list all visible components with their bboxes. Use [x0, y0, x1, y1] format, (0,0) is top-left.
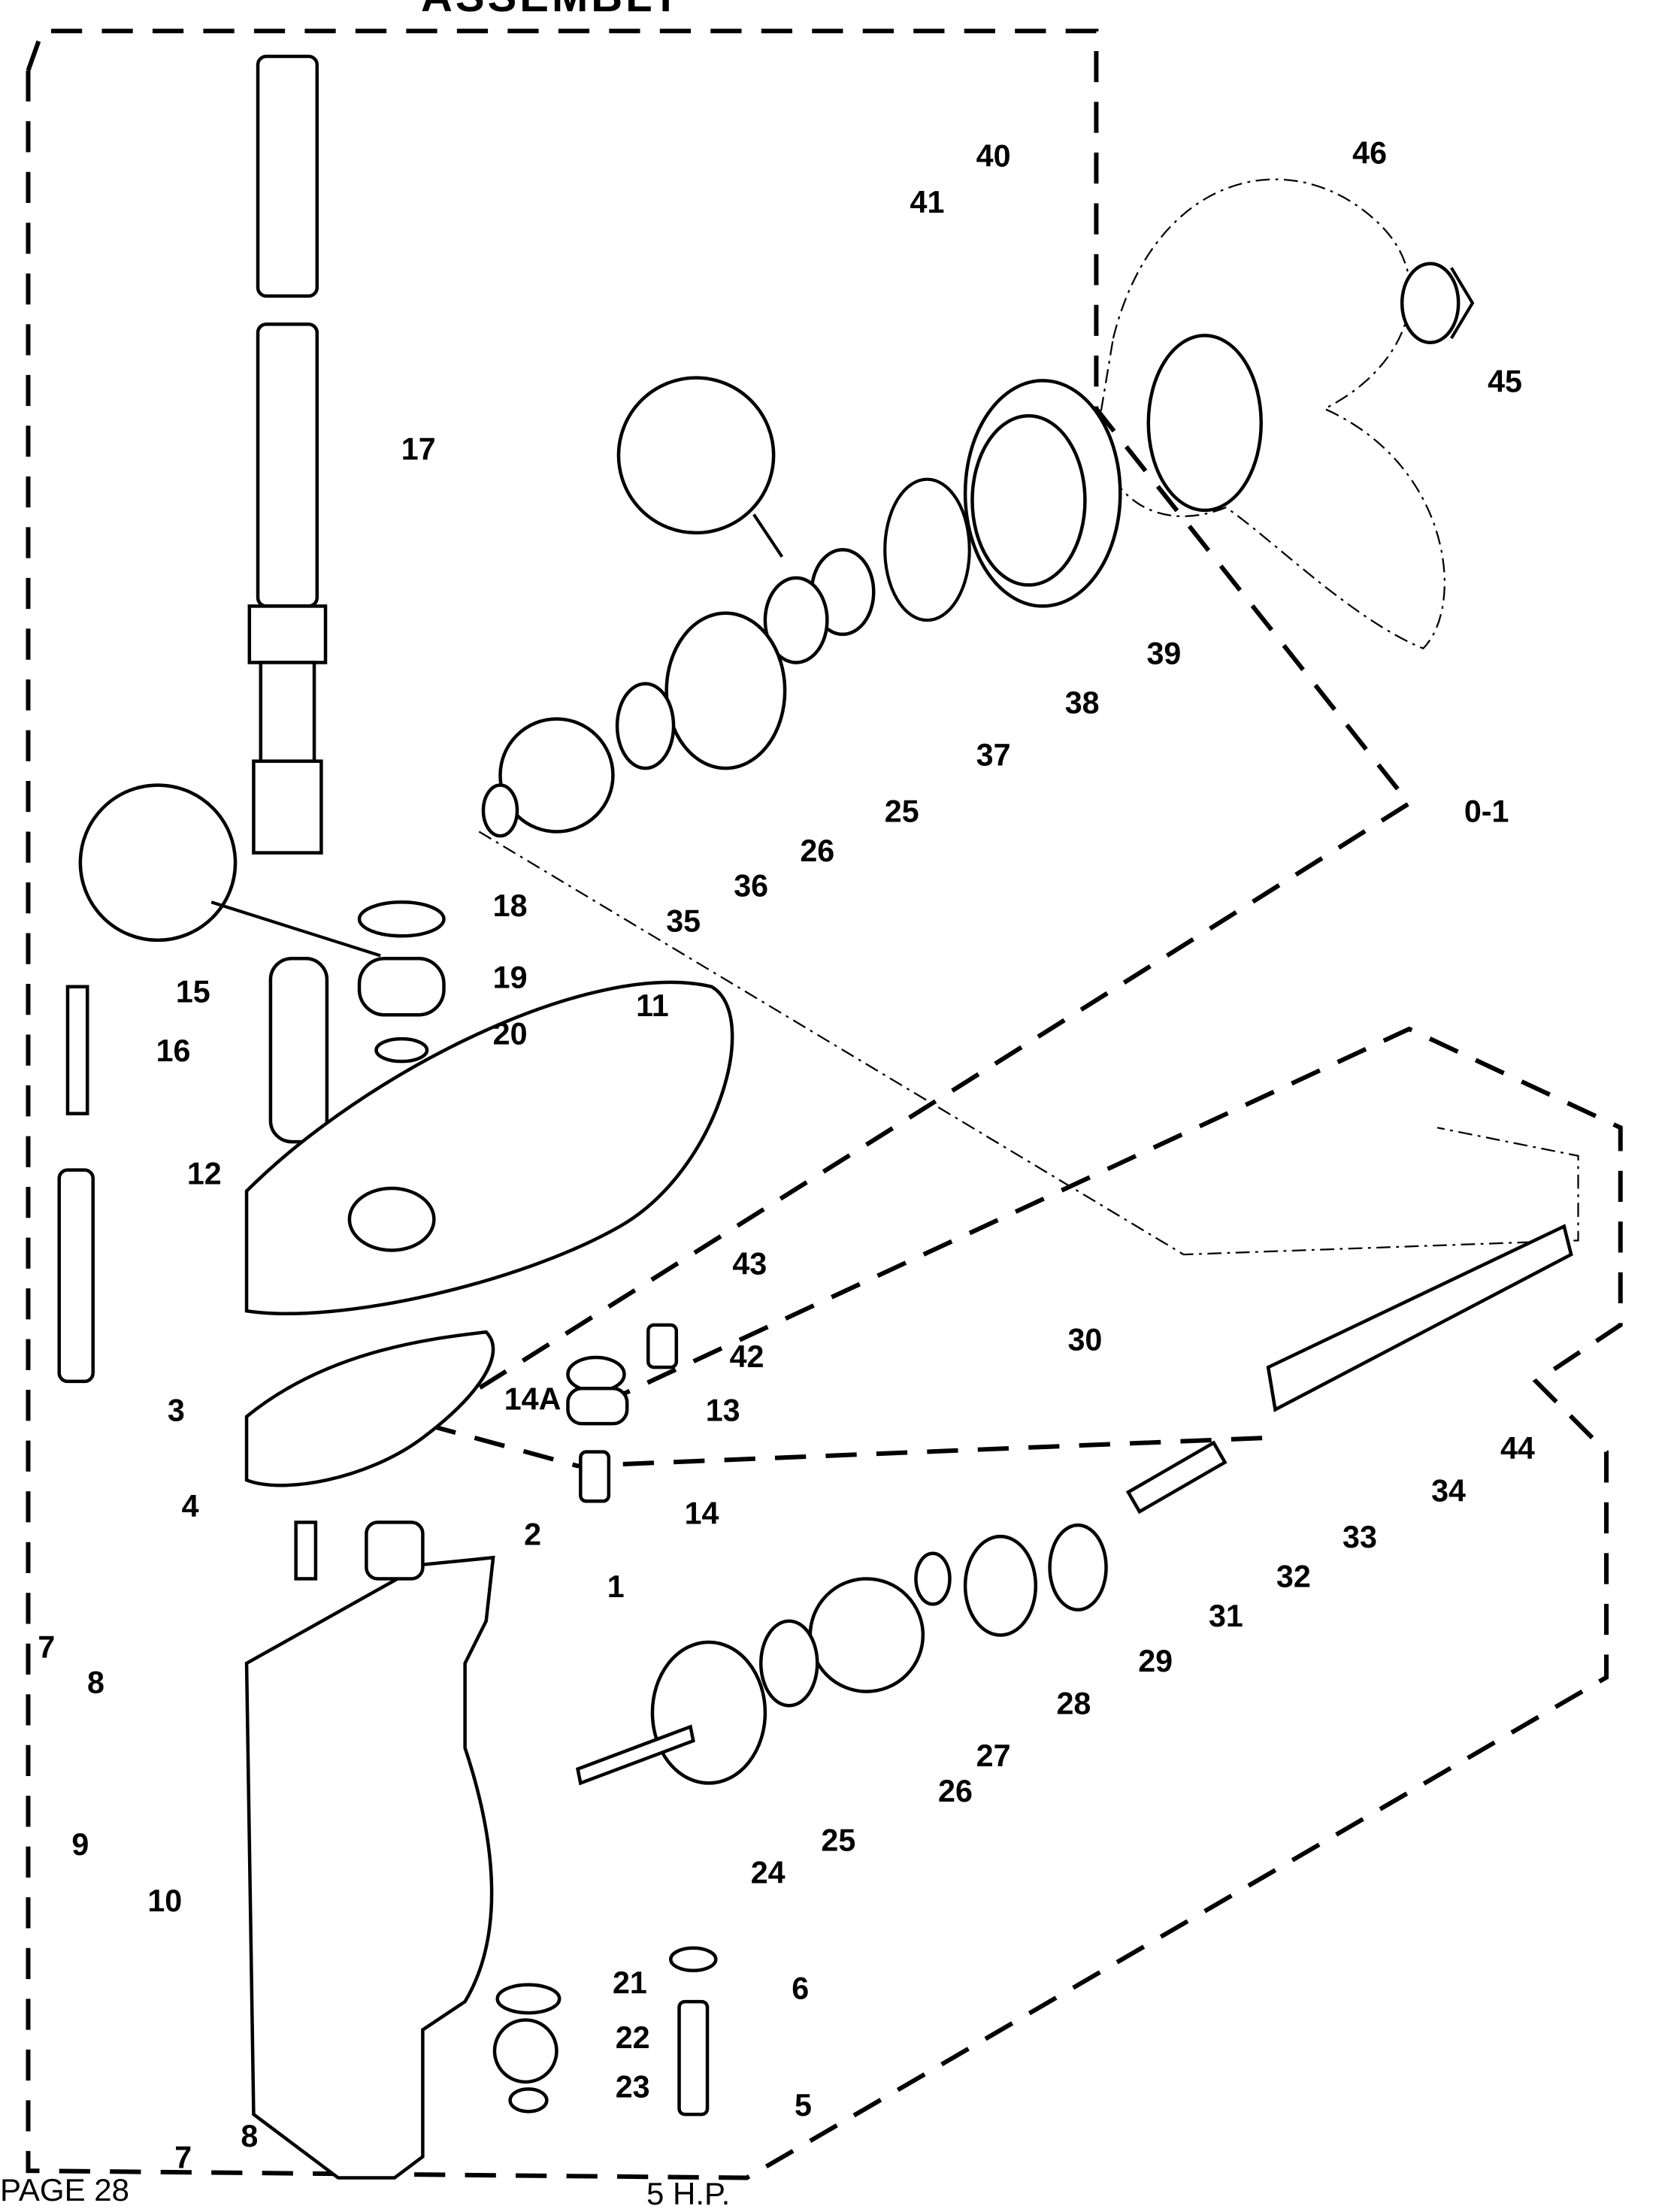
callout-3: 3	[168, 1393, 185, 1427]
propeller	[1098, 178, 1475, 650]
callout-2: 2	[524, 1517, 541, 1551]
callout-31: 31	[1209, 1599, 1243, 1633]
callout-5: 5	[795, 2088, 812, 2123]
callout-36: 36	[734, 869, 768, 903]
callout-9: 9	[71, 1827, 89, 1862]
callout-6: 6	[792, 1971, 809, 2005]
gears-and-bearings-upper	[481, 548, 876, 838]
callout-32: 32	[1276, 1560, 1311, 1594]
callout-19: 19	[493, 961, 528, 995]
callout-24: 24	[751, 1856, 786, 1890]
callout-8: 8	[87, 1665, 104, 1699]
callout-16: 16	[156, 1033, 191, 1068]
callout-13: 13	[706, 1393, 740, 1427]
callout-7: 7	[174, 2140, 192, 2174]
callout-33: 33	[1343, 1520, 1377, 1554]
callout-14A: 14A	[504, 1381, 562, 1416]
gear-housing	[244, 1521, 495, 2180]
callout-37: 37	[976, 737, 1011, 772]
callout-0-1: 0-1	[1464, 794, 1509, 828]
callout-18: 18	[493, 888, 528, 923]
callout-7: 7	[38, 1629, 55, 1664]
callout-12: 12	[187, 1156, 222, 1191]
callout-14: 14	[685, 1496, 719, 1530]
callout-1: 1	[607, 1569, 625, 1604]
callout-21: 21	[613, 1965, 647, 2000]
callout-38: 38	[1065, 685, 1100, 720]
callout-25: 25	[885, 794, 919, 828]
callout-17: 17	[401, 431, 436, 466]
water-pump-and-base	[57, 900, 734, 1503]
callout-8: 8	[241, 2119, 258, 2153]
page-number: PAGE 28	[0, 2172, 129, 2207]
callout-29: 29	[1138, 1644, 1173, 1678]
propeller-shaft-assembly	[492, 1224, 1573, 2117]
callout-45: 45	[1488, 364, 1522, 398]
callout-20: 20	[493, 1017, 528, 1052]
callout-4: 4	[182, 1489, 199, 1524]
callout-15: 15	[176, 974, 210, 1009]
callout-43: 43	[732, 1246, 767, 1281]
callout-26: 26	[800, 834, 834, 868]
callout-25: 25	[821, 1823, 855, 1857]
callout-42: 42	[730, 1339, 764, 1374]
callout-40: 40	[976, 138, 1011, 173]
callout-27: 27	[976, 1738, 1011, 1773]
callout-10: 10	[147, 1884, 182, 1918]
callout-30: 30	[1067, 1323, 1102, 1357]
callout-11: 11	[636, 988, 669, 1023]
callout-44: 44	[1500, 1431, 1535, 1466]
detail-callouts	[78, 376, 784, 958]
driveshaft-17	[247, 54, 328, 855]
callout-41: 41	[910, 185, 945, 219]
callout-22: 22	[616, 2020, 650, 2055]
callout-39: 39	[1146, 636, 1181, 670]
callout-46: 46	[1352, 136, 1387, 171]
callout-labels: 4640414517393837252636350-11819152016111…	[38, 136, 1535, 2175]
callout-34: 34	[1431, 1473, 1466, 1508]
callout-26: 26	[938, 1774, 973, 1808]
diagram-title: ASSEMBLY	[421, 0, 683, 22]
callout-23: 23	[616, 2070, 650, 2105]
callout-28: 28	[1056, 1686, 1091, 1720]
model-label: 5 H.P.	[646, 2176, 731, 2211]
bearing-carrier-39	[883, 379, 1122, 622]
callout-35: 35	[666, 904, 701, 939]
